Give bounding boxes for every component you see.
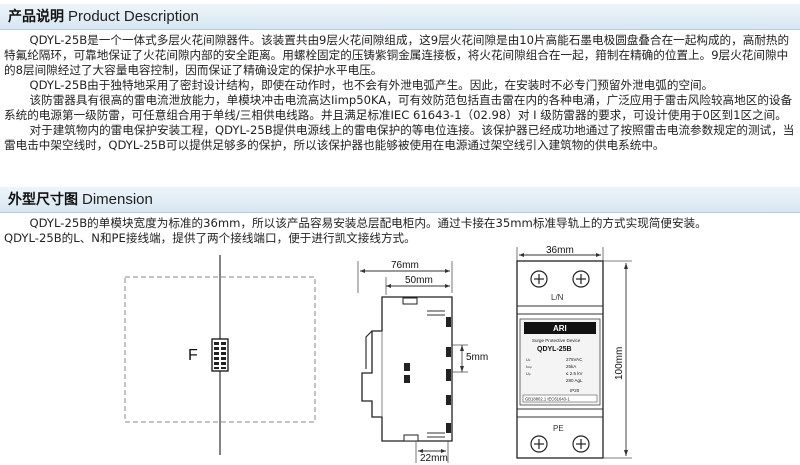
svg-text:Up: Up [526, 371, 531, 376]
dim-5mm: 5mm [466, 352, 488, 363]
spec-iimp: 25kA [566, 364, 576, 369]
dim-36mm: 36mm [546, 245, 574, 256]
svg-text:Iimp: Iimp [526, 364, 532, 369]
schematic-label: F [188, 347, 198, 364]
side-view-drawing: 76mm 50mm 5mm 22mm [357, 260, 488, 464]
spec-rating: 280 AgL [566, 378, 583, 383]
paragraph: 该防雷器具有很高的雷电流泄放能力，单模块冲击电流高达Iimp50KA，可有效防范… [4, 93, 793, 122]
dimension-diagrams: F 76mm 50mm 5mm 22m [124, 245, 632, 464]
dim-100mm: 100mm [614, 347, 625, 380]
screw-icon [530, 435, 548, 453]
label-standard: GB18802.1 IEC61643-1 [525, 397, 570, 402]
screw-icon [572, 270, 590, 288]
label-model: QDYL-25B [537, 346, 572, 353]
terminal-label-pe: PE [553, 424, 564, 433]
dim-50mm: 50mm [405, 275, 433, 286]
section-title-cn: 外型尺寸图 [8, 192, 78, 208]
section-title-en: Product Description [68, 8, 199, 25]
label-device-type: Surge Protective Device [532, 338, 581, 343]
paragraph: 对于建筑物内的雷电保护安装工程，QDYL-25B提供电源线上的雷电保护的等电位连… [4, 123, 795, 152]
front-view-drawing: 36mm L/N ARI Surge Protective Device QDY… [516, 245, 632, 459]
dim-76mm: 76mm [391, 260, 419, 271]
terminal-label-ln: L/N [551, 293, 564, 302]
spec-ip20: IP20 [570, 388, 580, 393]
paragraph: QDYL-25B由于独特地采用了密封设计结构，即使在动作时，也不会有外泄电弧产生… [29, 78, 714, 92]
screw-icon [530, 270, 548, 288]
screw-icon [572, 435, 590, 453]
paragraph: QDYL-25B的单模块宽度为标准的36mm，所以该产品容易安装总层配电柜内。通… [29, 216, 707, 230]
paragraph: QDYL-25B是一个一体式多层火花间隙器件。该装置共由9层火花间隙组成，这9层… [4, 33, 790, 77]
spec-up: ≤ 2.5 kV [566, 371, 582, 376]
dim-22mm: 22mm [420, 453, 448, 464]
section-title-cn: 产品说明 [8, 9, 64, 25]
brand-logo: ARI [553, 324, 567, 333]
section-title-en: Dimension [82, 191, 153, 208]
dimension-text: QDYL-25B的单模块宽度为标准的36mm，所以该产品容易安装总层配电柜内。通… [4, 216, 796, 246]
product-description-text: QDYL-25B是一个一体式多层火花间隙器件。该装置共由9层火花间隙组成，这9层… [4, 33, 796, 153]
schematic-diagram: F [124, 255, 316, 455]
svg-text:Uc: Uc [526, 357, 531, 362]
paragraph: QDYL-25B的L、N和PE接线端，提供了两个接线端口，便于进行凯文接线方式。 [4, 231, 416, 245]
spec-uc: 275VAC [566, 357, 583, 362]
